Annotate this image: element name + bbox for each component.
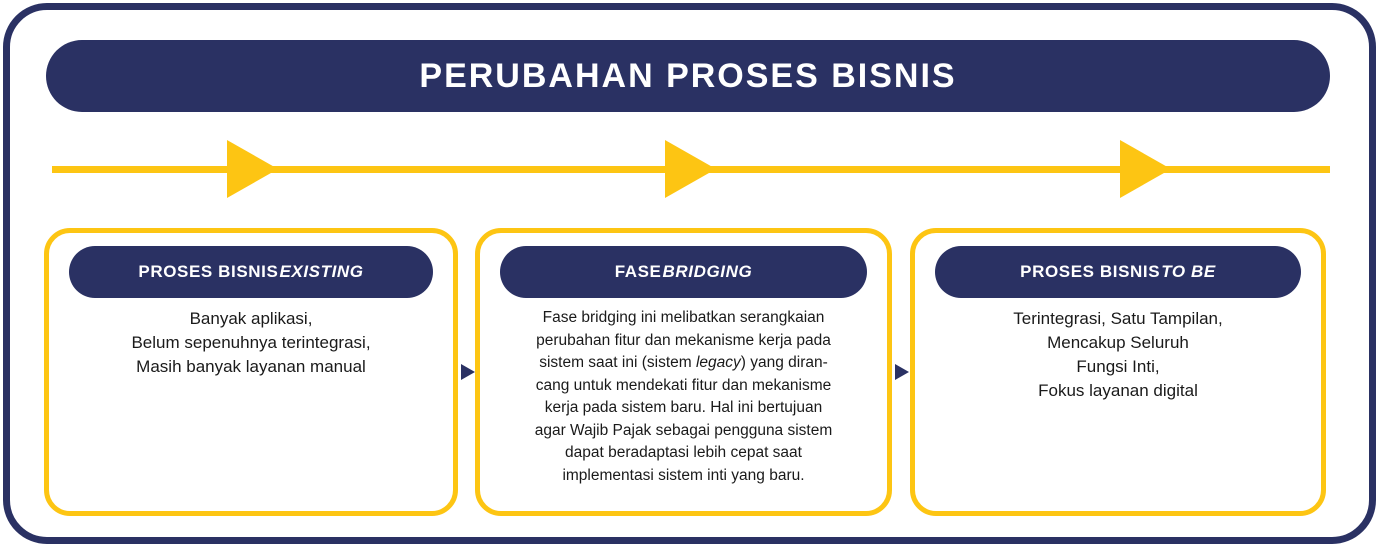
content-line: Fokus layanan digital xyxy=(1038,381,1198,400)
content-line: kerja pada sistem baru. Hal ini bertujua… xyxy=(544,399,823,416)
box-content-existing: Banyak aplikasi, Belum sepenuhnya terinte… xyxy=(49,307,453,379)
content-line: Mencakup Seluruh xyxy=(1047,333,1189,352)
outer-frame xyxy=(3,3,1376,544)
process-box-tobe: PROSES BISNIS TO BE Terintegrasi, Satu T… xyxy=(910,228,1326,516)
content-line: Terintegrasi, Satu Tampilan, xyxy=(1013,309,1223,328)
content-line: implementasi sistem inti yang baru. xyxy=(562,466,805,484)
content-line: perubahan fitur dan mekanisme kerja pada xyxy=(536,331,831,349)
content-line: Fase bridging ini melibatkan serangkaian xyxy=(542,309,825,326)
content-line: sistem saat ini (sistem legacy) yang dir… xyxy=(539,354,828,371)
box-content-tobe: Terintegrasi, Satu Tampilan, Mencakup Sel… xyxy=(915,307,1321,403)
title-banner: PERUBAHAN PROSES BISNIS xyxy=(46,40,1330,112)
arrowhead-right-icon xyxy=(1120,140,1171,198)
connector-arrow-right-icon xyxy=(461,364,475,380)
content-line: Fungsi Inti, xyxy=(1076,357,1160,376)
box-content-bridging: Fase bridging ini melibatkan serangkaian… xyxy=(480,307,887,487)
content-line: Banyak aplikasi, xyxy=(189,309,313,328)
connector-arrow-right-icon xyxy=(895,364,909,380)
process-box-existing: PROSES BISNIS EXISTING Banyak aplikasi,B… xyxy=(44,228,458,516)
content-line: Belum sepenuhnya terintegrasi, xyxy=(131,333,371,352)
box-header-tobe: PROSES BISNIS TO BE xyxy=(935,246,1301,298)
page-title: PERUBAHAN PROSES BISNIS xyxy=(419,56,957,95)
content-line: dapat beradaptasi lebih cepat saat xyxy=(565,444,802,461)
process-box-bridging: FASE BRIDGING Fase bridging ini melibatk… xyxy=(475,228,892,516)
arrowhead-right-icon xyxy=(665,140,716,198)
box-header-bridging: FASE BRIDGING xyxy=(500,246,867,298)
arrowhead-right-icon xyxy=(227,140,278,198)
content-line: cang untuk mendekati fitur dan mekanisme xyxy=(535,376,832,394)
content-line: agar Wajib Pajak sebagai pengguna sistem xyxy=(534,421,833,439)
content-line: Masih banyak layanan manual xyxy=(136,357,366,376)
box-header-existing: PROSES BISNIS EXISTING xyxy=(69,246,433,298)
